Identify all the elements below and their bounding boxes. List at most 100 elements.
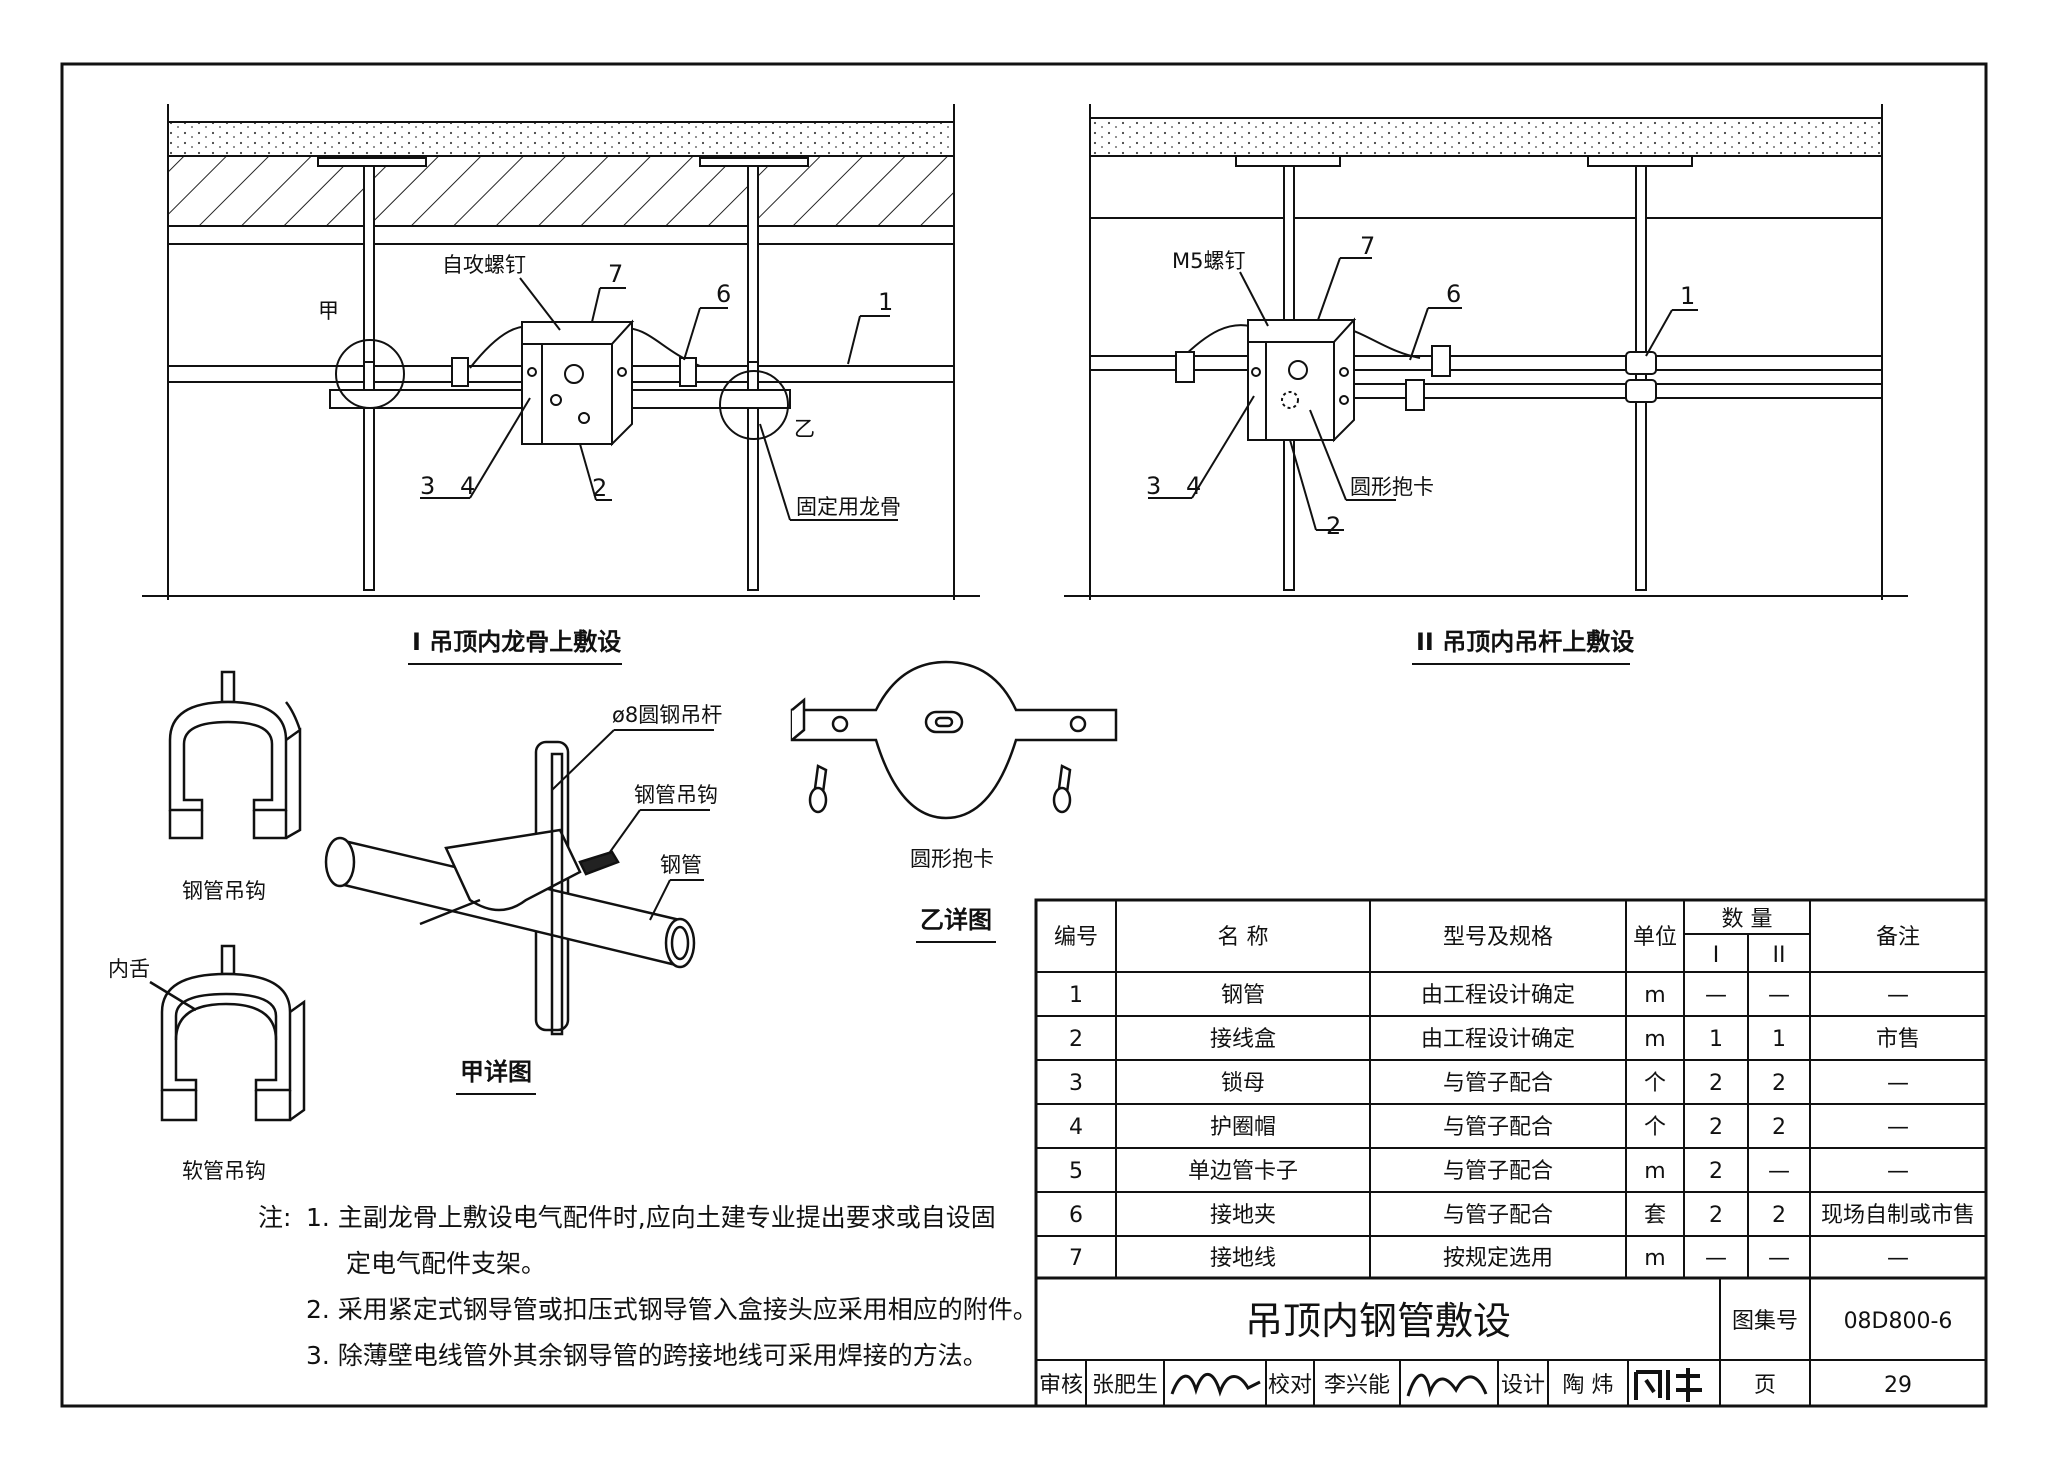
callout-2: 2 [592,474,607,502]
detail-circle-jia [335,339,405,409]
label-m5-screw: M5螺钉 [1172,249,1245,273]
label-jia: 甲 [318,299,339,323]
header-unit: 单位 [1633,925,1677,950]
table-row: 6 接地夹 与管子配合 套 2 2 现场自制或市售 [1069,1203,1975,1228]
callout-7: 7 [608,260,623,288]
cell-q1: 2 [1709,1071,1723,1096]
cell-unit: m [1644,1246,1665,1271]
concrete-slab [167,155,955,227]
cell-q2: 2 [1772,1071,1786,1096]
hanger-rod [1635,165,1647,591]
cell-spec: 按规定选用 [1443,1246,1553,1271]
table-row: 1 钢管 由工程设计确定 m — — — [1069,983,1909,1008]
figure-i: 自攻螺钉 甲 乙 固定用龙骨 7 6 1 3 4 2 I 吊顶内龙骨上敷设 [142,104,980,665]
cell-q2: — [1768,1246,1790,1271]
header-qty: 数 量 [1722,907,1773,932]
reviewer-name: 张肥生 [1092,1373,1158,1398]
cell-q1: 1 [1709,1027,1723,1052]
cell-q1: — [1705,1246,1727,1271]
notes-prefix: 注: [258,1203,291,1232]
label-yi: 乙 [794,417,815,441]
header-name: 名 称 [1218,925,1269,950]
cell-unit: 套 [1644,1203,1666,1228]
review-label: 审核 [1039,1373,1083,1398]
note-line: 2. 采用紧定式钢导管或扣压式钢导管入盒接头应采用相应的附件。 [306,1295,1038,1324]
table-row: 5 单边管卡子 与管子配合 m 2 — — [1069,1159,1909,1184]
label-self-tap-screw: 自攻螺钉 [442,253,526,277]
note-line: 1. 主副龙骨上敷设电气配件时,应向土建专业提出要求或自设固 [306,1203,996,1232]
cell-remark: — [1887,1071,1909,1096]
cell-name: 接地夹 [1210,1203,1276,1228]
label-round-clamp: 圆形抱卡 [1350,475,1434,499]
cell-spec: 与管子配合 [1443,1115,1553,1140]
design-label: 设计 [1501,1373,1545,1398]
notes: 注: 1. 主副龙骨上敷设电气配件时,应向土建专业提出要求或自设固 定电气配件支… [258,1203,1038,1370]
cell-remark: 市售 [1876,1027,1920,1052]
header-remark: 备注 [1876,925,1920,950]
parts-table [1034,898,1988,1408]
detail-yi-title: 乙详图 [920,906,992,934]
cell-unit: m [1644,1159,1665,1184]
figure-ii-title: II 吊顶内吊杆上敷设 [1416,628,1634,656]
cell-name: 锁母 [1221,1071,1265,1096]
detail-yi-drawing [790,660,1118,820]
figure-ii: M5螺钉 圆形抱卡 7 6 1 3 4 2 II 吊顶内吊杆上敷设 [1064,104,1908,665]
title-block: 吊顶内钢管敷设 图集号 08D800-6 审核 张肥生 校对 李兴能 设计 陶 … [1039,1299,1952,1402]
cell-no: 3 [1069,1071,1083,1096]
callout-1: 1 [878,288,893,316]
check-label: 校对 [1268,1373,1312,1398]
cell-no: 5 [1069,1159,1083,1184]
cell-name: 钢管 [1221,983,1265,1008]
cell-no: 7 [1069,1246,1083,1271]
rod-label: ø8圆钢吊杆 [612,703,722,727]
detail-jia-drawing [324,740,696,1036]
cell-q1: 2 [1709,1159,1723,1184]
cell-spec: 由工程设计确定 [1421,1027,1575,1052]
designer-signature [1634,1368,1702,1402]
table-row: 2 接线盒 由工程设计确定 m 1 1 市售 [1069,1027,1920,1052]
cell-q2: 2 [1772,1115,1786,1140]
cell-q2: 2 [1772,1203,1786,1228]
cell-spec: 与管子配合 [1443,1071,1553,1096]
steel-pipe-hook-drawing [168,670,302,840]
cell-unit: m [1644,983,1665,1008]
hook-label: 钢管吊钩 [634,783,718,807]
cell-no: 1 [1069,983,1083,1008]
callout-4: 4 [1186,472,1201,500]
note-line: 定电气配件支架。 [346,1249,546,1278]
label-fix-keel: 固定用龙骨 [796,495,901,519]
cell-remark: — [1887,983,1909,1008]
atlas-number: 08D800-6 [1844,1309,1953,1334]
cell-q1: — [1705,983,1727,1008]
cell-unit: m [1644,1027,1665,1052]
table-header: 编号 名 称 型号及规格 单位 数 量 I II 备注 [1054,907,1920,968]
detail-circle-yi [719,370,789,440]
cell-spec: 与管子配合 [1443,1203,1553,1228]
callout-1: 1 [1680,282,1695,310]
sheet-frame [60,62,1988,1408]
cell-name: 接地线 [1210,1246,1276,1271]
soft-hook-label: 软管吊钩 [182,1159,266,1183]
round-clamp-label: 圆形抱卡 [910,847,994,871]
cell-no: 6 [1069,1203,1083,1228]
note-line: 3. 除薄壁电线管外其余钢导管的跨接地线可采用焊接的方法。 [306,1341,988,1370]
header-no: 编号 [1054,925,1098,950]
checker-signature [1406,1373,1488,1398]
figure-i-title: I 吊顶内龙骨上敷设 [412,628,621,656]
drawing-title: 吊顶内钢管敷设 [1245,1299,1511,1343]
slab-screed [167,121,955,157]
cell-q2: 1 [1772,1027,1786,1052]
cell-spec: 与管子配合 [1443,1159,1553,1184]
cell-q1: 2 [1709,1203,1723,1228]
callout-6: 6 [716,280,731,308]
cell-no: 4 [1069,1115,1083,1140]
inner-tongue-label: 内舌 [108,957,150,981]
designer-name: 陶 炜 [1563,1373,1614,1398]
slab-screed [1089,117,1883,157]
junction-box [1247,317,1357,443]
header-spec: 型号及规格 [1443,925,1553,950]
page-number: 29 [1884,1373,1912,1398]
detail-jia-title: 甲详图 [460,1058,532,1086]
callout-6: 6 [1446,280,1461,308]
steel-pipe [1089,355,1883,371]
